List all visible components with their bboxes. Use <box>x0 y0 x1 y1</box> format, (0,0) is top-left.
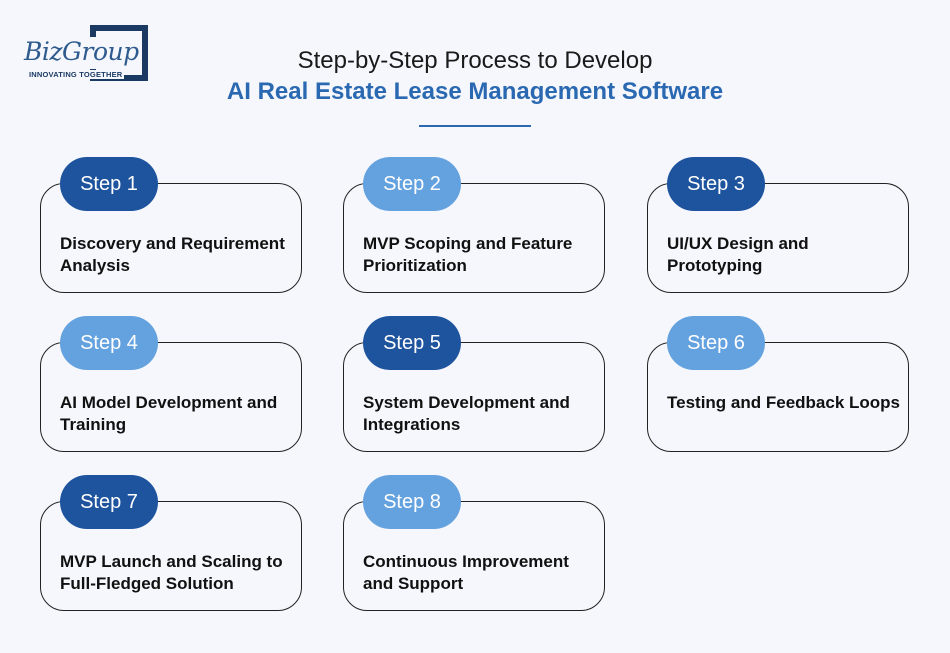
logo-tagline: INNOVATING TOGETHER <box>29 70 125 79</box>
step-badge: Step 7 <box>60 475 158 529</box>
step-badge: Step 4 <box>60 316 158 370</box>
step-card-5: Step 5 System Development and Integratio… <box>343 316 607 456</box>
step-card-frame <box>647 183 909 293</box>
step-description: UI/UX Design and Prototyping <box>667 234 809 275</box>
step-card-1: Step 1 Discovery and Requirement Analysi… <box>40 157 304 297</box>
step-card-3: Step 3 UI/UX Design and Prototyping <box>647 157 911 297</box>
step-card-8: Step 8 Continuous Improvement and Suppor… <box>343 475 607 615</box>
step-badge: Step 8 <box>363 475 461 529</box>
step-description: MVP Scoping and Feature Prioritization <box>363 234 573 275</box>
page-title: Step-by-Step Process to Develop <box>297 47 653 74</box>
step-badge: Step 5 <box>363 316 461 370</box>
step-description: Testing and Feedback Loops <box>667 393 900 412</box>
step-card-4: Step 4 AI Model Development and Training <box>40 316 304 456</box>
bizgroup-logo: BizGroup INNOVATING TOGETHER <box>24 25 156 83</box>
step-card-6: Step 6 Testing and Feedback Loops <box>647 316 911 456</box>
step-badge: Step 3 <box>667 157 765 211</box>
step-description: Continuous Improvement and Support <box>363 552 569 593</box>
step-description: AI Model Development and Training <box>60 393 278 434</box>
step-card-2: Step 2 MVP Scoping and Feature Prioritiz… <box>343 157 607 297</box>
step-card-7: Step 7 MVP Launch and Scaling to Full-Fl… <box>40 475 304 615</box>
step-badge: Step 2 <box>363 157 461 211</box>
step-description: MVP Launch and Scaling to Full-Fledged S… <box>60 552 283 593</box>
title-divider <box>419 125 531 127</box>
logo-wordmark: BizGroup <box>24 37 141 66</box>
step-description: Discovery and Requirement Analysis <box>60 234 285 275</box>
step-badge: Step 1 <box>60 157 158 211</box>
step-description: System Development and Integrations <box>363 393 570 434</box>
step-badge: Step 6 <box>667 316 765 370</box>
page-subtitle: AI Real Estate Lease Management Software <box>226 78 724 105</box>
